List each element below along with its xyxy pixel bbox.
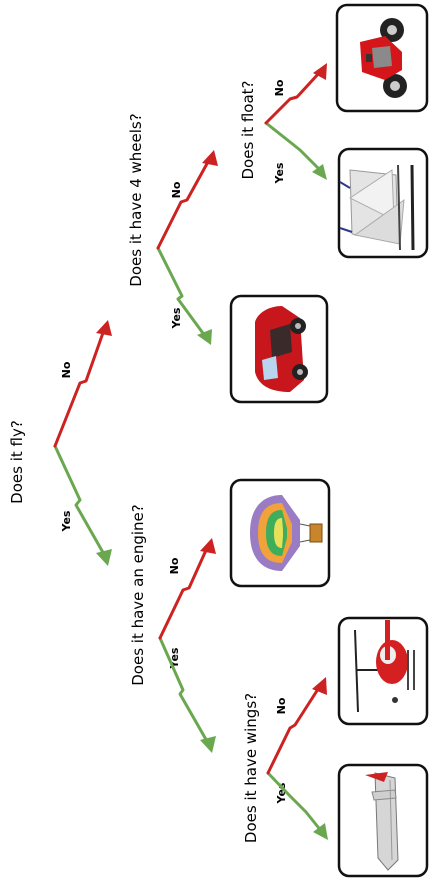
label-no-float: No [273,79,286,96]
label-no-wheels: No [170,181,183,198]
leaf-motorbike [335,3,429,113]
car-icon [255,306,308,392]
arrow-wheels-no [156,150,218,250]
arrow-wings-yes [266,771,328,840]
hot-air-balloon-icon [250,495,323,571]
label-yes-float: Yes [273,162,286,184]
leaf-sailboat [337,147,429,259]
leaf-hot-air-balloon [229,478,331,588]
arrow-float-no [264,63,327,125]
airplane-icon [365,772,399,871]
question-wings: Does it have wings? [242,693,260,843]
label-no-root: No [60,361,73,378]
leaf-car [229,294,329,404]
question-float: Does it float? [239,80,257,179]
question-wheels: Does it have 4 wheels? [127,113,145,286]
label-no-wings: No [275,697,288,714]
root-question: Does it fly? [8,420,26,504]
arrow-engine-yes [158,636,216,753]
leaf-helicopter [337,616,429,726]
helicopter-icon [354,620,415,713]
sailboat-icon [339,164,415,251]
question-engine: Does it have an engine? [129,504,147,686]
arrow-float-yes [264,121,327,180]
arrow-root-yes [53,444,112,566]
label-yes-root: Yes [60,510,73,532]
label-yes-wheels: Yes [170,307,183,329]
leaf-airplane [337,763,429,878]
arrow-engine-no [158,538,216,640]
arrow-wings-no [266,677,327,775]
label-yes-wings: Yes [275,782,288,804]
arrow-wheels-yes [156,246,212,345]
motorbike-icon [360,18,407,98]
label-no-engine: No [168,557,181,574]
arrow-root-no [53,320,112,448]
